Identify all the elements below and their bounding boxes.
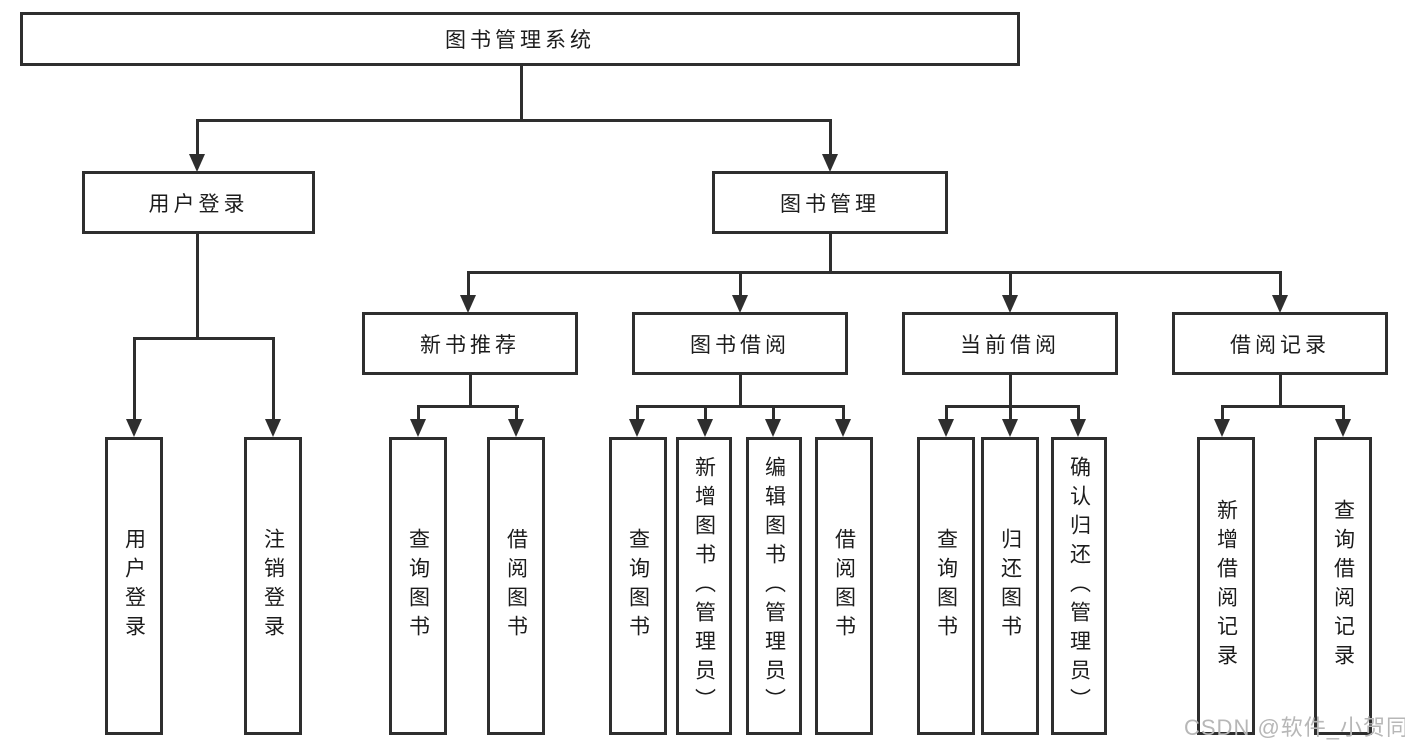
connector-line [1009, 271, 1012, 299]
node-book-borrowing: 图书借阅 [632, 312, 848, 375]
connector-line [739, 375, 742, 408]
leaf-label: 确认归还（管理员） [1067, 455, 1091, 717]
arrowhead-down [508, 419, 524, 437]
connector-line [945, 405, 1080, 408]
connector-line [636, 405, 639, 423]
csdn-watermark: CSDN @软件_小贺同学 [1184, 715, 1405, 740]
node-book-management: 图书管理 [712, 171, 948, 234]
node-label: 图书管理系统 [445, 29, 595, 52]
connector-line [829, 119, 832, 158]
leaf-query-borrow-record: 查询借阅记录 [1314, 437, 1372, 735]
connector-line [133, 337, 136, 421]
node-user-login: 用户登录 [82, 171, 315, 234]
arrowhead-down [697, 419, 713, 437]
arrowhead-down [265, 419, 281, 437]
connector-line [1009, 405, 1012, 423]
node-current-borrowing: 当前借阅 [902, 312, 1118, 375]
connector-line [196, 119, 832, 122]
leaf-query-books-current: 查询图书 [917, 437, 975, 735]
leaf-confirm-return-admin: 确认归还（管理员） [1051, 437, 1107, 735]
connector-line [1279, 271, 1282, 299]
leaf-query-books-borrowing: 查询图书 [609, 437, 667, 735]
connector-line [1221, 405, 1224, 423]
arrowhead-down [189, 154, 205, 172]
node-library-management-system: 图书管理系统 [20, 12, 1020, 66]
leaf-add-borrow-record: 新增借阅记录 [1197, 437, 1255, 735]
node-label: 借阅记录 [1230, 333, 1330, 357]
leaf-label: 查询图书 [626, 528, 650, 644]
node-label: 图书借阅 [690, 333, 790, 357]
arrowhead-down [1002, 419, 1018, 437]
connector-line [704, 405, 707, 423]
connector-line [945, 405, 948, 423]
arrowhead-down [1002, 295, 1018, 313]
node-label: 新书推荐 [420, 333, 520, 357]
leaf-label: 用户登录 [122, 528, 146, 644]
arrowhead-down [1272, 295, 1288, 313]
leaf-user-login: 用户登录 [105, 437, 163, 735]
arrowhead-down [765, 419, 781, 437]
arrowhead-down [1070, 419, 1086, 437]
leaf-label: 查询图书 [406, 528, 430, 644]
node-new-book-recommend: 新书推荐 [362, 312, 578, 375]
connector-line [467, 271, 1282, 274]
connector-line [133, 337, 275, 340]
node-label: 用户登录 [148, 192, 249, 216]
leaf-label: 编辑图书（管理员） [762, 455, 786, 717]
connector-line [515, 405, 518, 423]
arrowhead-down [629, 419, 645, 437]
leaf-return-books: 归还图书 [981, 437, 1039, 735]
connector-line [842, 405, 845, 423]
arrowhead-down [1335, 419, 1351, 437]
leaf-add-books-admin: 新增图书（管理员） [676, 437, 732, 735]
connector-line [1009, 375, 1012, 408]
connector-line [772, 405, 775, 423]
arrowhead-down [822, 154, 838, 172]
leaf-label: 查询图书 [934, 528, 958, 644]
connector-line [1077, 405, 1080, 423]
leaf-borrow-books-recommend: 借阅图书 [487, 437, 545, 735]
leaf-label: 归还图书 [998, 528, 1022, 644]
leaf-label: 查询借阅记录 [1331, 499, 1355, 673]
connector-line [272, 337, 275, 421]
arrowhead-down [835, 419, 851, 437]
connector-line [829, 234, 832, 274]
arrowhead-down [938, 419, 954, 437]
connector-line [739, 271, 742, 299]
connector-line [1342, 405, 1345, 423]
leaf-query-books-recommend: 查询图书 [389, 437, 447, 735]
connector-line [520, 66, 523, 121]
connector-line [636, 405, 845, 408]
leaf-logout: 注销登录 [244, 437, 302, 735]
connector-line [469, 375, 472, 408]
node-label: 当前借阅 [960, 333, 1060, 357]
arrowhead-down [460, 295, 476, 313]
leaf-label: 借阅图书 [504, 528, 528, 644]
connector-line [417, 405, 420, 423]
leaf-label: 借阅图书 [832, 528, 856, 644]
arrowhead-down [1214, 419, 1230, 437]
node-label: 图书管理 [780, 192, 880, 216]
connector-line [467, 271, 470, 299]
leaf-edit-books-admin: 编辑图书（管理员） [746, 437, 802, 735]
connector-line [196, 234, 199, 340]
leaf-label: 注销登录 [261, 528, 285, 644]
leaf-label: 新增借阅记录 [1214, 499, 1238, 673]
arrowhead-down [410, 419, 426, 437]
node-borrowing-records: 借阅记录 [1172, 312, 1388, 375]
arrowhead-down [732, 295, 748, 313]
connector-line [196, 119, 199, 158]
connector-line [1221, 405, 1345, 408]
connector-line [1279, 375, 1282, 408]
leaf-borrow-books-borrowing: 借阅图书 [815, 437, 873, 735]
arrowhead-down [126, 419, 142, 437]
leaf-label: 新增图书（管理员） [692, 455, 716, 717]
connector-line [417, 405, 519, 408]
